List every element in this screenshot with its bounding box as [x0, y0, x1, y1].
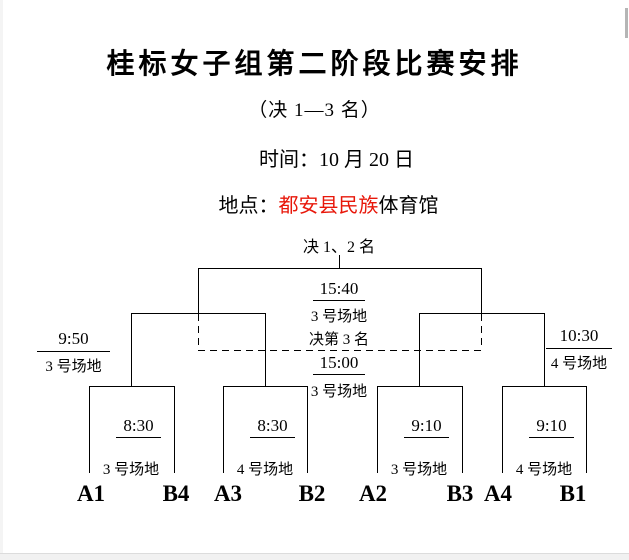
- final-left-vertical-line: [198, 268, 199, 313]
- qf2-venue: 4 号场地: [236, 462, 294, 478]
- team-b2: B2: [298, 481, 326, 506]
- final-top-stub-line: [339, 255, 340, 268]
- qf4-venue: 4 号场地: [515, 462, 573, 478]
- location-label: 地点：: [218, 195, 279, 217]
- semifinal-right-vertical-a: [419, 313, 420, 386]
- semifinal-left-vertical-a: [131, 313, 132, 386]
- team-b1: B1: [559, 481, 587, 506]
- qf3-left-line: [377, 386, 378, 473]
- semifinal-right-horizontal-line: [419, 313, 545, 314]
- final-match-label: 决 1、2 名: [302, 239, 375, 256]
- team-a4: A4: [483, 481, 513, 506]
- location-highlight: 都安县民族: [278, 195, 379, 217]
- qf1-top-line: [89, 386, 175, 387]
- qf3-venue: 3 号场地: [390, 462, 448, 478]
- qf4-top-line: [502, 386, 587, 387]
- qf2-time: 8:30: [250, 416, 295, 438]
- team-a3: A3: [213, 481, 243, 506]
- semifinal-left-time: 9:50: [37, 329, 110, 352]
- third-place-right-dashed-vertical: [481, 314, 482, 350]
- qf1-info: 8:30 3 号场地: [86, 399, 176, 513]
- team-b4: B4: [162, 481, 190, 506]
- final-right-vertical-line: [481, 268, 482, 313]
- third-place-time-label: 15:00: [265, 353, 413, 375]
- final-time: 15:40: [312, 279, 366, 301]
- qf1-venue: 3 号场地: [102, 462, 160, 478]
- page-title: 桂标女子组第二阶段比赛安排: [106, 49, 523, 80]
- page-subtitle: （决 1—3 名）: [248, 100, 381, 121]
- qf3-top-line: [377, 386, 463, 387]
- team-a2: A2: [358, 481, 388, 506]
- time-line: 时间：10 月 20 日: [259, 149, 414, 171]
- qf2-left-line: [223, 386, 224, 473]
- semifinal-left-info: 9:50 3 号场地: [37, 329, 110, 376]
- qf3-right-line: [462, 386, 463, 473]
- final-time-label: 15:40: [265, 279, 413, 301]
- qf4-time: 9:10: [529, 416, 574, 438]
- final-venue: 3 号场地: [310, 309, 368, 325]
- semifinal-right-vertical-b: [544, 313, 545, 386]
- semifinal-left-horizontal-line: [131, 313, 266, 314]
- qf2-top-line: [223, 386, 308, 387]
- third-place-left-dashed-vertical: [198, 314, 199, 350]
- qf1-right-line: [174, 386, 175, 473]
- third-place-venue: 3 号场地: [310, 384, 368, 400]
- bottom-status-bar: [0, 553, 629, 560]
- qf2-info: 8:30 4 号场地: [220, 399, 310, 513]
- qf4-right-line: [586, 386, 587, 473]
- qf3-time: 9:10: [404, 416, 449, 438]
- qf3-info: 9:10 3 号场地: [374, 399, 464, 513]
- third-place-time: 15:00: [312, 353, 366, 375]
- semifinal-right-venue: 4 号场地: [550, 356, 608, 372]
- location-rest: 体育馆: [378, 195, 439, 217]
- qf1-left-line: [89, 386, 90, 473]
- semifinal-right-time: 10:30: [546, 326, 612, 349]
- qf4-left-line: [502, 386, 503, 473]
- third-place-dashed-horizontal: [198, 350, 482, 351]
- final-horizontal-line: [198, 268, 482, 269]
- scrollbar-thumb[interactable]: [625, 8, 628, 38]
- team-b3: B3: [446, 481, 474, 506]
- qf2-right-line: [307, 386, 308, 473]
- team-a1: A1: [76, 481, 106, 506]
- semifinal-left-vertical-b: [265, 313, 266, 386]
- semifinal-left-venue: 3 号场地: [45, 359, 102, 375]
- location-line: 地点：都安县民族体育馆: [14, 189, 629, 218]
- qf1-time: 8:30: [116, 416, 161, 438]
- page-left-edge: [0, 0, 3, 560]
- semifinal-right-info: 10:30 4 号场地: [546, 326, 612, 373]
- qf4-info: 9:10 4 号场地: [499, 399, 589, 513]
- third-place-label: 决第 3 名: [308, 332, 369, 348]
